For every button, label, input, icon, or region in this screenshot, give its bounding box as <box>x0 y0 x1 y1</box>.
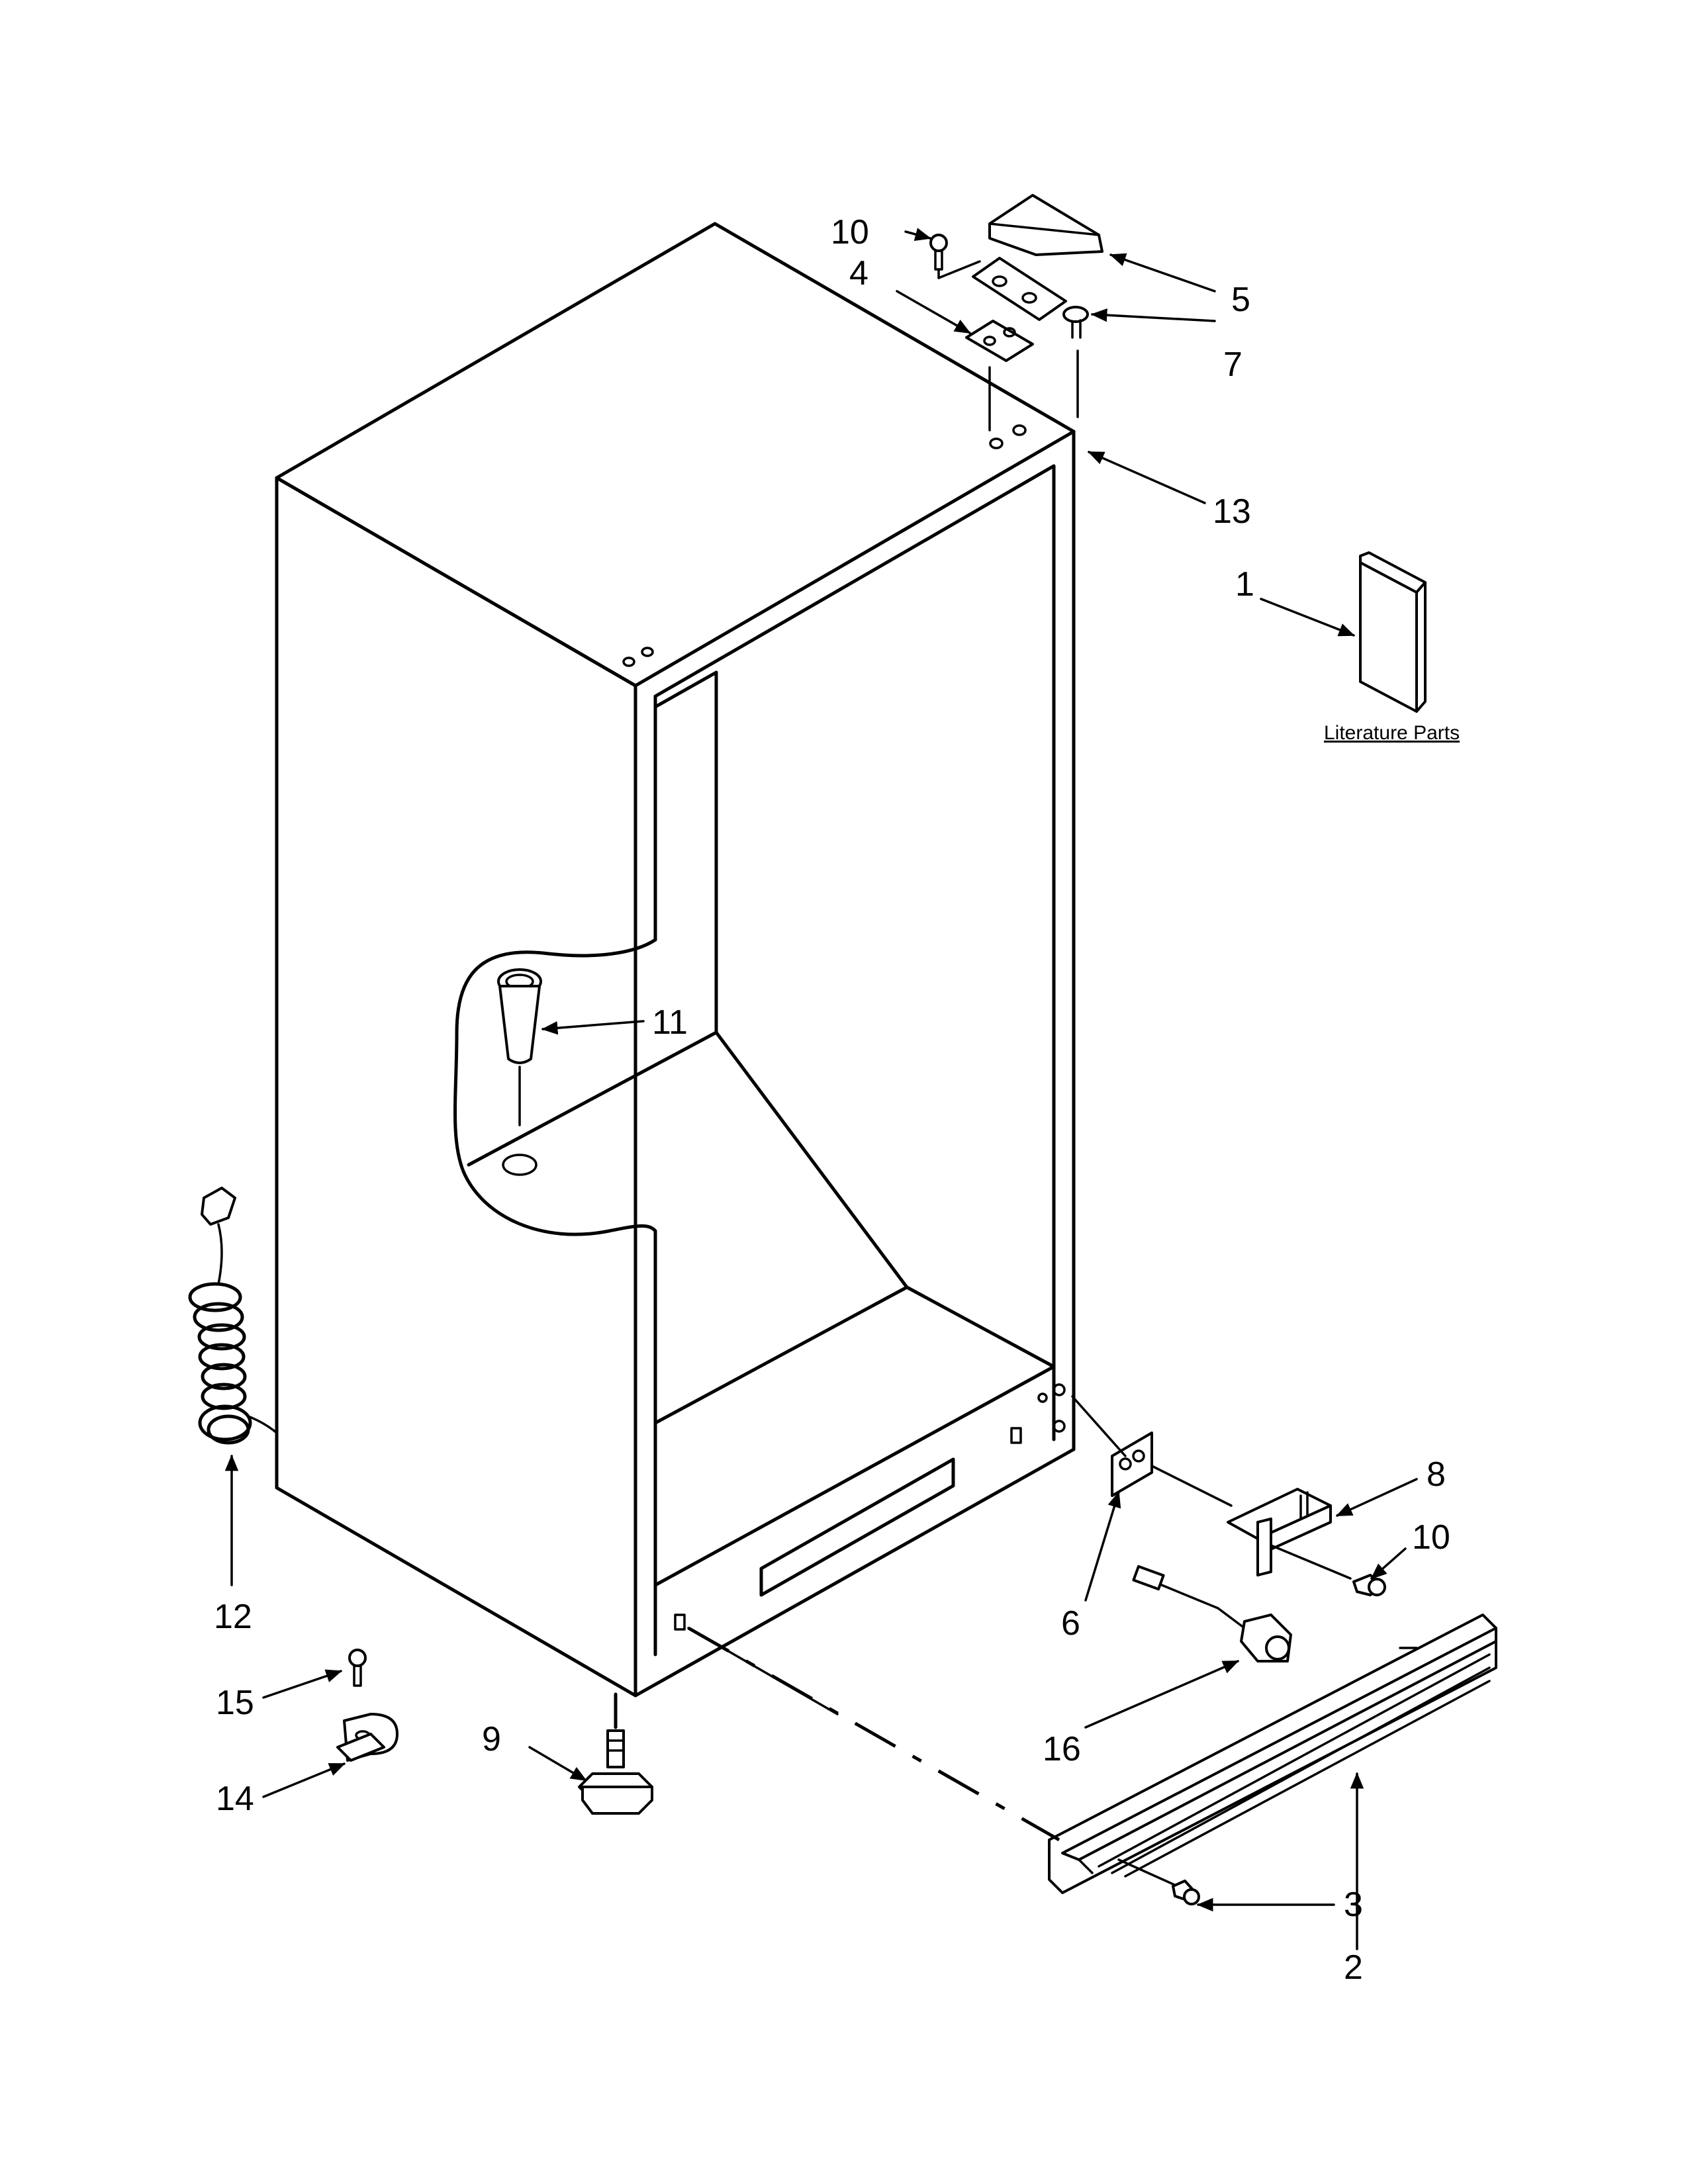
literature-booklet <box>1359 551 1427 713</box>
callout-10-top: 10 <box>831 213 869 251</box>
callout-13: 13 <box>1213 492 1251 531</box>
top-hinge-assembly <box>929 194 1103 432</box>
callout-11: 11 <box>652 1003 688 1042</box>
sensor-harness <box>1132 1565 1292 1662</box>
callout-10-right: 10 <box>1412 1518 1450 1557</box>
leader-arrows <box>224 228 1418 1950</box>
callout-3: 3 <box>1344 1886 1363 1924</box>
callout-15: 15 <box>216 1684 254 1722</box>
cabinet-body <box>275 222 1076 1698</box>
callout-6: 6 <box>1061 1604 1080 1643</box>
literature-parts-label: Literature Parts <box>1324 722 1460 744</box>
callout-7: 7 <box>1223 345 1243 384</box>
callout-16: 16 <box>1043 1730 1081 1768</box>
leveling-leg <box>578 1692 653 1815</box>
callout-2: 2 <box>1344 1948 1363 1987</box>
callout-9: 9 <box>482 1720 501 1758</box>
callout-1: 1 <box>1235 565 1254 604</box>
callout-4: 4 <box>849 254 868 293</box>
bottom-hinge-assembly <box>1071 1395 1386 1596</box>
callout-8: 8 <box>1427 1455 1446 1494</box>
toe-grille <box>1048 1614 1497 1905</box>
callout-5: 5 <box>1231 281 1250 319</box>
callout-14: 14 <box>216 1780 254 1818</box>
cord-clip <box>336 1649 399 1762</box>
callout-12: 12 <box>214 1598 252 1636</box>
power-cord <box>188 1187 278 1445</box>
drain-tube <box>497 968 542 1176</box>
